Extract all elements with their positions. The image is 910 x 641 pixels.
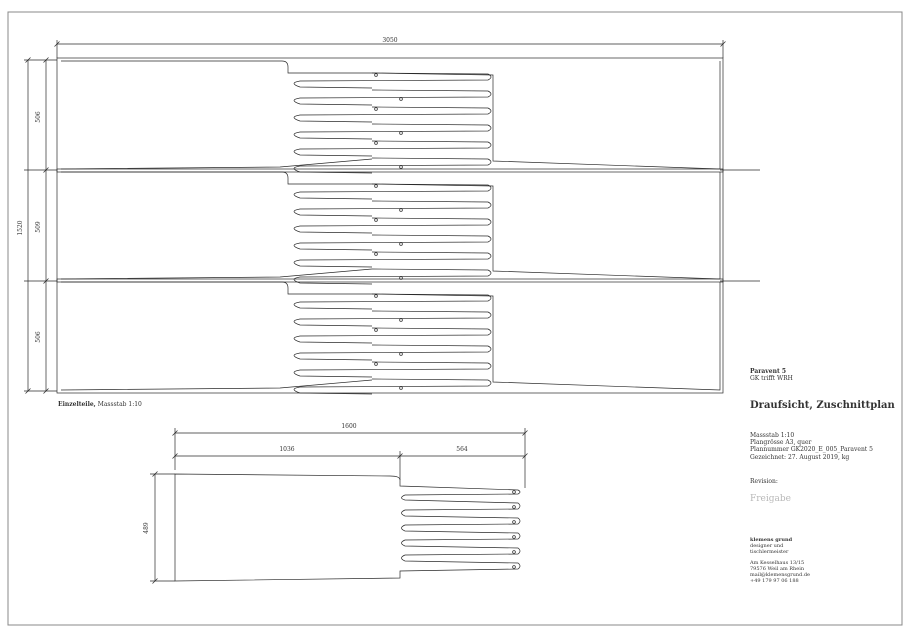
revision-label: Revision: [750,478,778,485]
dowel-hole [399,276,403,280]
panel-outline-1 [56,57,724,173]
finger-slot [293,234,492,251]
detail-part-outline [174,473,521,582]
dowel-hole [512,565,516,569]
dowel-hole [512,535,516,539]
dim-detail-height: 489 [143,522,150,534]
dowel-hole [374,362,378,366]
dowel-hole [374,107,378,111]
finger-slot [293,268,492,285]
company-name: klemens grund [750,537,793,543]
project-name: Paravent 5 [750,368,786,375]
finger-slot [293,106,492,123]
dowel-hole [512,550,516,554]
finger-slot [293,123,492,140]
finger-slot [293,378,492,395]
dim-panel2-height: 509 [35,221,42,233]
panel-cut-shape-1 [60,60,721,170]
dowel-hole [399,131,403,135]
finger-slot [293,327,492,344]
dim-detail-width: 1600 [341,423,356,430]
plan-paper: Plangrösse A3, quer [750,439,812,447]
finger-slot [293,157,492,174]
company-address2: 79576 Weil am Rhein [750,566,805,572]
panel-cut-shape-2 [60,171,721,280]
dowel-hole [512,505,516,509]
dowel-hole [399,208,403,212]
finger-slot [293,72,492,89]
dowel-hole [374,294,378,298]
dowel-hole [374,141,378,145]
finger-slot [293,89,492,106]
dowel-hole [399,352,403,356]
dim-overall-height: 1520 [17,220,24,235]
company-address1: Am Kesselhaus 13/15 [750,560,805,566]
dowel-hole [374,328,378,332]
dowel-hole [399,386,403,390]
company-line2: tischlermeister [750,549,789,555]
dowel-hole [399,318,403,322]
company-block: klemens grund designer und tischlermeist… [750,537,810,584]
finger-slot [293,140,492,157]
panel-outline-3 [56,278,724,394]
panel-outline-2 [56,168,724,283]
dowel-hole [374,218,378,222]
plan-scale: Massstab 1:10 [750,432,795,439]
dim-panel3-height: 506 [35,331,42,343]
plan-number: Plannummer GK2020_E_005_Paravent 5 [750,446,873,454]
dim-detail-left: 1036 [279,446,294,453]
dim-detail-right: 564 [456,446,468,453]
dowel-hole [512,520,516,524]
dim-overall-width: 3050 [382,37,397,44]
drawing-title: Draufsicht, Zuschnittplan [750,400,895,411]
dowel-hole [512,490,516,494]
dowel-hole [399,165,403,169]
company-line1: designer und [750,543,784,549]
dowel-hole [399,242,403,246]
dowel-hole [374,73,378,77]
finger-slot [293,344,492,361]
caption-scale: Massstab 1:10 [97,401,142,408]
status-label: Freigabe [750,494,791,504]
finger-slot [293,200,492,217]
title-block: Paravent 5 GK trifft WRH [750,368,793,382]
sheet-border [7,11,903,626]
dowel-hole [374,184,378,188]
dowel-hole [374,252,378,256]
plan-info: Massstab 1:10 Plangrösse A3, quer Plannu… [750,432,873,461]
drawing-geometry [24,40,760,584]
finger-slot [293,361,492,378]
finger-slot [293,183,492,200]
project-subtitle: GK trifft WRH [750,375,793,383]
parts-caption: Einzelteile, Massstab 1:10 [58,401,142,408]
dowel-hole [399,97,403,101]
finger-slot [293,293,492,310]
plan-drawn: Gezeichnet: 27. August 2019, kg [750,453,850,461]
panel-cut-shape-3 [60,281,721,391]
company-email: mail@klemensgrund.de [750,572,810,578]
finger-slot [293,217,492,234]
caption-title: Einzelteile, [58,401,96,408]
dim-panel1-height: 506 [35,111,42,123]
finger-slot [293,251,492,268]
finger-slot [293,310,492,327]
company-phone: +49 179 97 06 188 [750,578,799,584]
